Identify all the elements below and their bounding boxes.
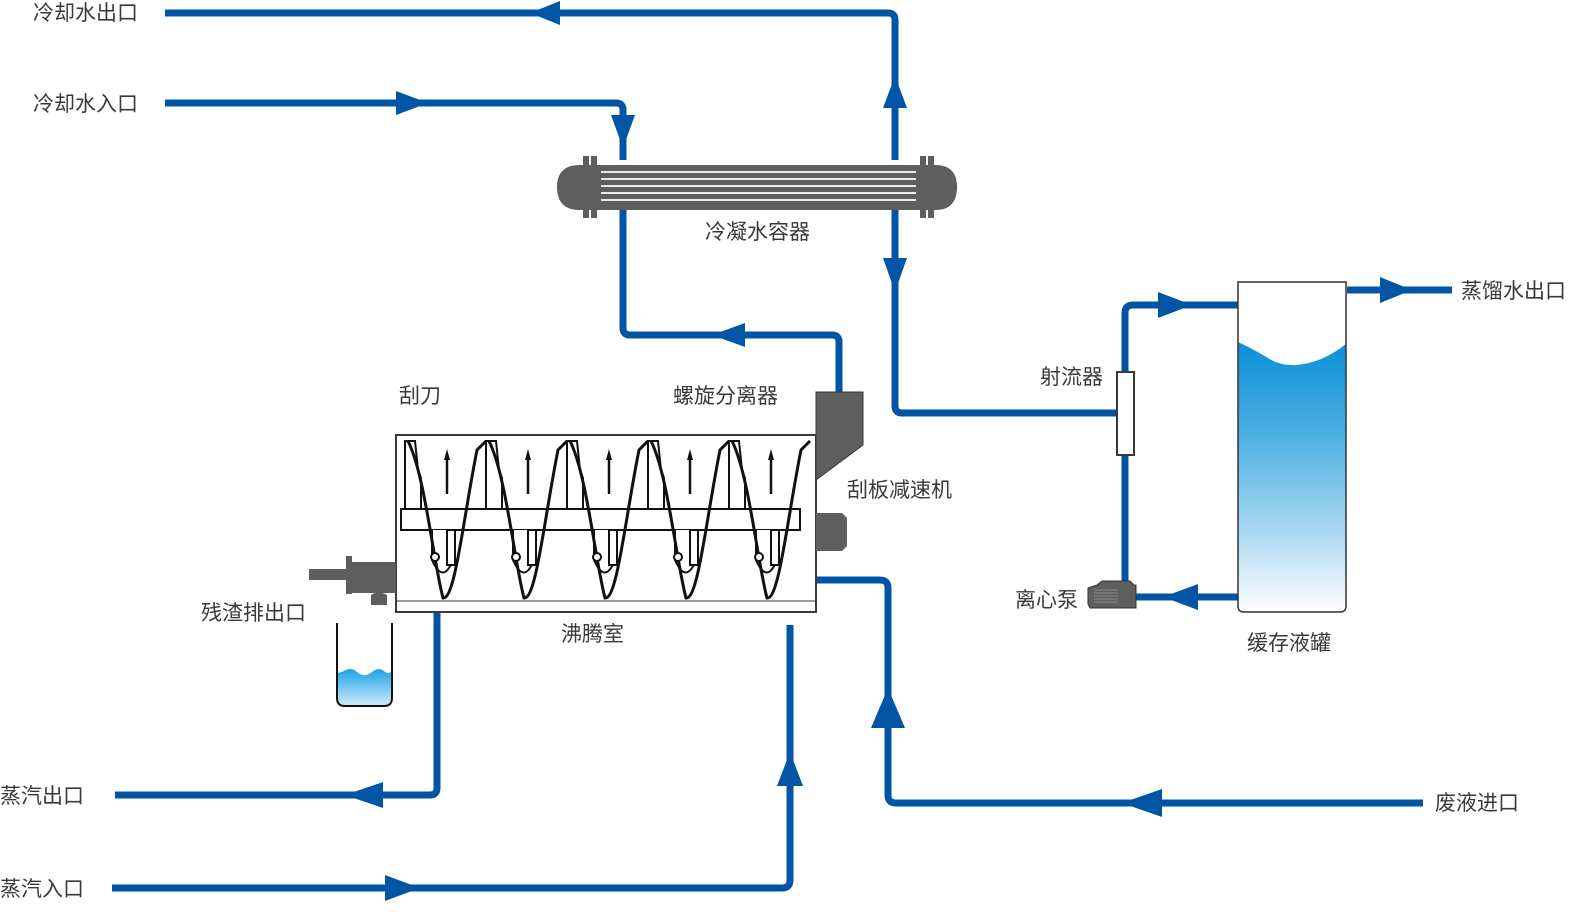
label-condenser: 冷凝水容器 <box>705 220 810 244</box>
arrow-steam-in-up <box>777 752 803 786</box>
label-waste-liquid-inlet: 废液进口 <box>1435 791 1519 815</box>
label-centrifugal-pump: 离心泵 <box>1015 588 1078 612</box>
label-steam-inlet: 蒸汽入口 <box>0 877 84 901</box>
scraper-unit <box>728 439 812 600</box>
scraper-unit <box>566 439 650 600</box>
scraper-reducer <box>816 513 847 551</box>
label-boiling-chamber: 沸腾室 <box>561 622 624 646</box>
cyclone-separator <box>815 391 864 481</box>
up-arrow-head <box>444 449 450 460</box>
label-cyclone-separator: 螺旋分离器 <box>673 384 778 408</box>
boiling-chamber <box>395 434 817 613</box>
arrow-tank-to-pump <box>1163 584 1198 610</box>
helix-segment <box>730 439 812 600</box>
label-scraper-blade: 刮刀 <box>399 384 441 408</box>
helix-segment <box>406 439 488 600</box>
up-arrow-head <box>687 449 693 460</box>
pipe-steam-out <box>115 613 441 799</box>
pipe-ejector-to-tank <box>1121 301 1238 372</box>
helix-segment <box>649 439 731 600</box>
arrow-steam-in-right <box>385 875 420 901</box>
arrow-waste-left <box>1122 789 1162 817</box>
label-cooling-water-inlet: 冷却水入口 <box>33 92 138 116</box>
scraper-shaft <box>400 508 801 531</box>
pipe-cooling-water-out <box>165 9 899 160</box>
label-cooling-water-outlet: 冷却水出口 <box>33 1 138 25</box>
helix-segment <box>487 439 569 600</box>
pipe-waste-in <box>816 576 1423 807</box>
label-steam-outlet: 蒸汽出口 <box>0 784 84 808</box>
pipe-cooling-water-in <box>165 99 627 160</box>
residue-valve <box>309 556 396 605</box>
ejector <box>1116 371 1135 456</box>
pipe-condensate-to-ejector <box>891 210 1117 417</box>
scraper-unit <box>485 439 569 600</box>
up-arrow-head <box>768 449 774 460</box>
scraper-unit <box>404 439 488 600</box>
arrow-waste-up <box>871 688 905 728</box>
arrow-vapor-left <box>712 323 745 347</box>
condenser <box>557 156 957 218</box>
helix-segment <box>568 439 650 600</box>
label-distilled-water-outlet: 蒸馏水出口 <box>1461 279 1566 303</box>
buffer-tank <box>1237 281 1347 613</box>
pipe-steam-in <box>112 625 794 892</box>
centrifugal-pump <box>1087 580 1137 609</box>
arrow-up-cooling-out <box>883 76 907 108</box>
label-residue-outlet: 残渣排出口 <box>201 601 306 625</box>
up-arrow-head <box>525 449 531 460</box>
arrow-cooling-water-out <box>530 1 560 25</box>
residue-beaker <box>336 623 393 707</box>
arrow-cooling-water-in <box>396 91 428 115</box>
label-scraper-reducer: 刮板减速机 <box>847 478 952 502</box>
up-arrow-head <box>606 449 612 460</box>
arrow-steam-out-left <box>345 782 383 808</box>
scraper-unit <box>647 439 731 600</box>
label-buffer-tank: 缓存液罐 <box>1247 631 1331 655</box>
arrow-down-condensate <box>883 258 907 292</box>
scraper-blades <box>404 439 812 600</box>
arrow-distilled-out <box>1380 277 1412 303</box>
label-ejector: 射流器 <box>1040 365 1103 389</box>
arrow-down-cooling-in <box>611 115 635 148</box>
arrow-ejector-to-tank <box>1158 292 1192 318</box>
